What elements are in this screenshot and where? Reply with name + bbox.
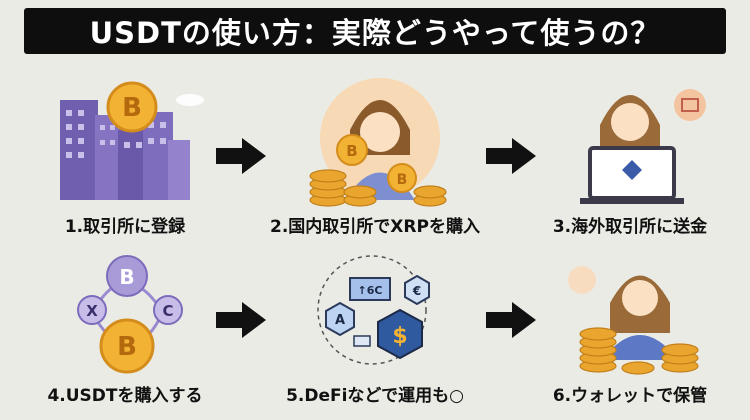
step-1: B 1.取引所に登録 bbox=[0, 60, 250, 240]
arrow-right-icon bbox=[486, 302, 536, 338]
step-2: B B 2.国内取引所でXRPを購入 bbox=[250, 60, 500, 240]
step-6-label: 6.ウォレットで保管 bbox=[552, 386, 708, 406]
step-2-label: 2.国内取引所でXRPを購入 bbox=[270, 217, 480, 237]
step-4-label: 4.USDTを購入する bbox=[47, 386, 203, 406]
woman-with-laptop-icon bbox=[580, 89, 706, 204]
c-coin-label: C bbox=[162, 302, 173, 320]
step-6: 6.ウォレットで保管 bbox=[510, 248, 750, 420]
exchange-buildings-with-bitcoin-icon: B bbox=[60, 81, 204, 200]
woman-with-coin-stacks-icon bbox=[568, 266, 699, 375]
step-3-label: 3.海外取引所に送金 bbox=[552, 217, 708, 237]
page-title: USDTの使い方：実際どうやって使うの？ bbox=[89, 16, 661, 50]
defi-network-icon: ↑6C A € $ bbox=[317, 255, 430, 365]
svg-text:B: B bbox=[117, 332, 137, 362]
crypto-cycle-coins-icon: B X C B bbox=[77, 255, 183, 374]
network-block-label: ↑6C bbox=[358, 284, 383, 297]
network-a-label: A bbox=[335, 313, 345, 328]
arrow-right-icon bbox=[216, 138, 266, 174]
arrow-right-icon bbox=[486, 138, 536, 174]
step-1-label: 1.取引所に登録 bbox=[64, 217, 186, 237]
arrow-right-icon bbox=[216, 302, 266, 338]
network-euro-label: € bbox=[412, 284, 421, 298]
bitcoin-symbol: B bbox=[122, 93, 142, 123]
svg-text:B: B bbox=[119, 265, 134, 289]
step-3: 3.海外取引所に送金 bbox=[510, 60, 750, 240]
svg-text:B: B bbox=[346, 142, 357, 160]
network-dollar-label: $ bbox=[392, 324, 407, 349]
svg-text:B: B bbox=[397, 172, 408, 188]
step-5-label: 5.DeFiなどで運用も○ bbox=[286, 386, 464, 406]
woman-with-coins-icon: B B bbox=[309, 78, 447, 207]
step-5: ↑6C A € $ 5.DeFiなどで運用も○ bbox=[250, 248, 500, 420]
step-4: B X C B 4.USDTを購入する bbox=[0, 248, 250, 420]
x-coin-label: X bbox=[86, 302, 98, 320]
title-banner: USDTの使い方：実際どうやって使うの？ bbox=[24, 8, 726, 54]
